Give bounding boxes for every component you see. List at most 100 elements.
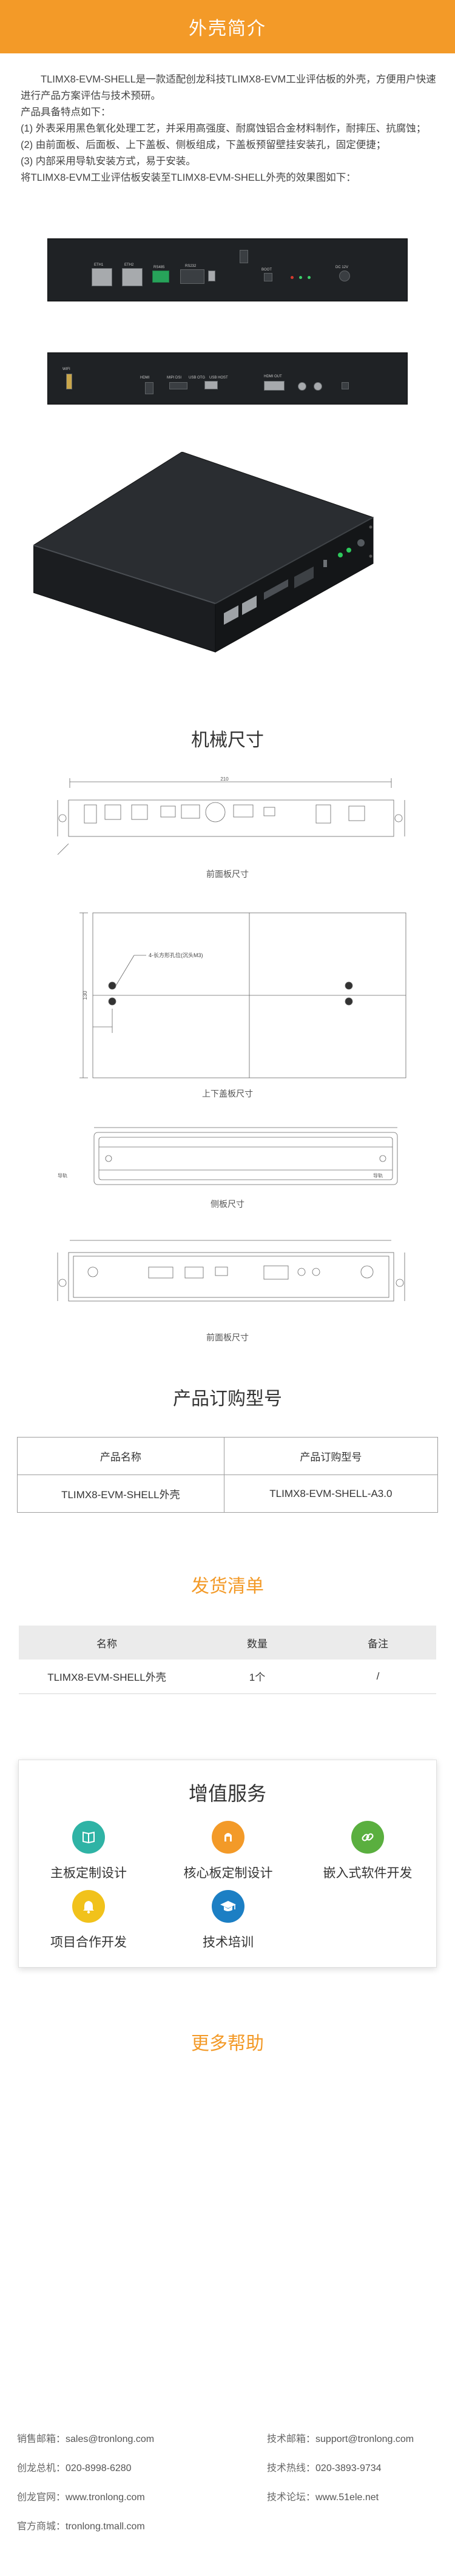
intro-paragraph: TLIMX8-EVM-SHELL是一款适配创龙科技TLIMX8-EVM工业评估板… — [21, 74, 436, 101]
service-label: 技术培训 — [203, 1935, 254, 1949]
caption-front-panel: 前面板尺寸 — [206, 869, 249, 879]
drawing-note: 4-长方形孔位(沉头M3) — [149, 952, 203, 958]
antenna-port — [240, 250, 248, 263]
contact-store[interactable]: 官方商城：tronlong.tmall.com — [17, 2521, 145, 2532]
intro-paragraph: (1) 外表采用黑色氧化处理工艺，并采用高强度、耐腐蚀铝合金材料制作，耐摔压、抗… — [21, 123, 426, 134]
service-label: 项目合作开发 — [50, 1935, 127, 1949]
dimension-text: 210 — [220, 776, 229, 782]
side-panel-cad: 导轨 导轨 — [58, 1127, 398, 1185]
enclosure-3d-photo — [32, 451, 422, 670]
port-label: BOOT — [261, 268, 272, 272]
enclosure-render — [32, 451, 374, 653]
front-panel-drawing: 210 — [33, 776, 422, 861]
front-panel-cad: 210 — [57, 776, 405, 855]
table-header-row: 名称 数量 备注 — [19, 1626, 436, 1660]
connector — [169, 382, 187, 389]
drawing-note: 导轨 — [373, 1172, 383, 1179]
service-label: 核心板定制设计 — [183, 1866, 273, 1880]
table-cell: / — [320, 1660, 436, 1694]
port-label: USB OTG — [189, 376, 206, 380]
table-header: 名称 — [19, 1626, 195, 1660]
service-item[interactable]: 项目合作开发 — [19, 1889, 158, 1951]
table-header: 产品订购型号 — [223, 1437, 439, 1475]
port-label: USB HOST — [209, 376, 228, 380]
port-label: ETH2 — [124, 263, 134, 267]
service-label: 嵌入式软件开发 — [323, 1866, 413, 1880]
graduation-cap-icon — [212, 1889, 244, 1923]
ethernet-port — [92, 268, 112, 286]
contact-phone[interactable]: 创龙总机：020-8998-6280 — [17, 2463, 132, 2473]
page-title: 外壳简介 — [189, 19, 266, 39]
pcb-board-icon — [72, 1820, 105, 1854]
power-jack — [339, 271, 350, 281]
caption-rear-panel: 前面板尺寸 — [206, 1333, 249, 1342]
contact-sales-email[interactable]: 销售邮箱：sales@tronlong.com — [17, 2434, 155, 2444]
intro-paragraph: 产品具备特点如下： — [21, 107, 111, 118]
status-led — [308, 276, 311, 279]
order-table: 产品名称 产品订购型号 TLIMX8-EVM-SHELL外壳 TLIMX8-EV… — [17, 1437, 439, 1513]
hdmi-port — [264, 381, 285, 391]
port-label: MIPI DSI — [167, 376, 182, 380]
table-row: TLIMX8-EVM-SHELL外壳 1个 / — [19, 1660, 436, 1694]
ethernet-port — [122, 268, 143, 286]
table-cell: 1个 — [195, 1660, 320, 1694]
port-label: RS232 — [185, 264, 197, 268]
status-led — [291, 276, 294, 279]
rear-panel-photo: WIFI HDMI MIPI DSI USB OTG USB HOST HDMI… — [47, 352, 408, 405]
contact-website[interactable]: 创龙官网：www.tronlong.com — [17, 2492, 145, 2503]
top-cover-drawing: 130 4-长方形孔位(沉头M3) — [33, 912, 422, 1079]
intro-paragraph: (3) 内部采用导轨安装方式，易于安装。 — [21, 156, 196, 167]
slot — [145, 382, 153, 394]
shipping-table: 名称 数量 备注 TLIMX8-EVM-SHELL外壳 1个 / — [19, 1626, 436, 1694]
rear-panel-drawing — [33, 1234, 422, 1325]
intro-paragraph: 将TLIMX8-EVM工业评估板安装至TLIMX8-EVM-SHELL外壳的效果… — [21, 172, 356, 183]
port-label: HDMI OUT — [264, 375, 282, 378]
terminal-block — [152, 271, 169, 283]
table-cell: TLIMX8-EVM-SHELL-A3.0 — [223, 1475, 439, 1513]
section-header-bar: 外壳简介 — [0, 0, 455, 53]
switch — [208, 271, 215, 281]
intro-text: TLIMX8-EVM-SHELL是一款适配创龙科技TLIMX8-EVM工业评估板… — [0, 53, 455, 186]
contact-hotline[interactable]: 技术热线：020-3893-9734 — [267, 2463, 382, 2473]
services-title: 增值服务 — [188, 1782, 266, 1804]
service-item[interactable]: 技术培训 — [158, 1889, 298, 1951]
table-cell: TLIMX8-EVM-SHELL外壳 — [19, 1660, 195, 1694]
table-header-row: 产品名称 产品订购型号 — [17, 1437, 439, 1475]
section-title-help: 更多帮助 — [191, 2033, 264, 2054]
drawing-note: 导轨 — [58, 1172, 67, 1179]
service-item[interactable]: 嵌入式软件开发 — [298, 1820, 437, 1882]
button — [342, 382, 349, 389]
section-title-mechanical: 机械尺寸 — [191, 730, 264, 750]
table-row: TLIMX8-EVM-SHELL外壳 TLIMX8-EVM-SHELL-A3.0 — [17, 1475, 439, 1513]
audio-jack — [314, 382, 322, 391]
antenna-connector — [66, 374, 72, 389]
table-header: 数量 — [195, 1626, 320, 1660]
section-title-shipping: 发货清单 — [191, 1576, 264, 1596]
caption-side-panel: 侧板尺寸 — [211, 1199, 244, 1209]
side-panel-drawing: 导轨 导轨 — [33, 1124, 422, 1191]
table-cell: TLIMX8-EVM-SHELL外壳 — [17, 1475, 224, 1513]
bell-icon — [72, 1889, 105, 1923]
section-title-order: 产品订购型号 — [173, 1389, 282, 1409]
caption-top-cover: 上下盖板尺寸 — [202, 1089, 253, 1098]
contact-support-email[interactable]: 技术邮箱：support@tronlong.com — [267, 2434, 414, 2444]
audio-jack — [298, 382, 306, 391]
port-label: WIFI — [62, 368, 70, 371]
table-header: 产品名称 — [17, 1437, 224, 1475]
front-panel-photo: ETH1 ETH2 RS485 RS232 BOOT DC 12V — [47, 238, 408, 301]
port-label: ETH1 — [94, 263, 104, 267]
serial-port — [180, 269, 204, 284]
link-chain-icon — [351, 1820, 384, 1854]
button — [264, 273, 272, 281]
service-label: 主板定制设计 — [50, 1866, 127, 1880]
contact-forum[interactable]: 技术论坛：www.51ele.net — [267, 2492, 379, 2503]
service-item[interactable]: 主板定制设计 — [19, 1820, 158, 1882]
port-label: HDMI — [140, 376, 150, 380]
port-label: RS485 — [153, 266, 165, 269]
service-item[interactable]: 核心板定制设计 — [158, 1820, 298, 1882]
top-cover-cad: 130 4-长方形孔位(沉头M3) — [79, 912, 406, 1078]
services-panel: 增值服务 主板定制设计 核心板定制设计 嵌入式软件开发 项目合作开发 — [18, 1759, 437, 1968]
table-header: 备注 — [320, 1626, 436, 1660]
port-label: DC 12V — [335, 266, 349, 269]
